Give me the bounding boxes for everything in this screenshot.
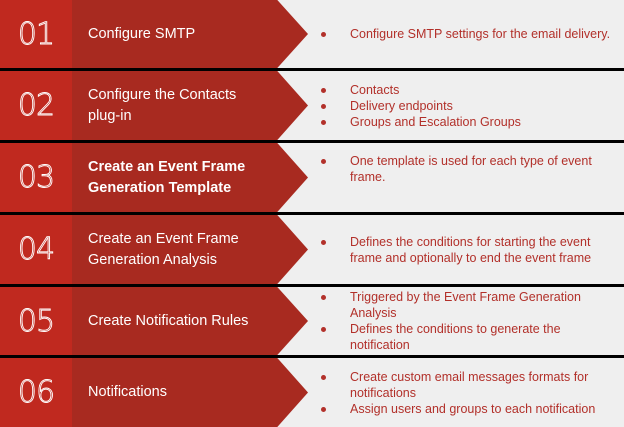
bullet-item: Contacts [316,82,616,98]
bullet-item: Assign users and groups to each notifica… [316,401,616,417]
step-description: Defines the conditions for starting the … [316,215,616,284]
step-number-box: 01 [0,0,72,68]
bullet-list: Contacts Delivery endpoints Groups and E… [316,82,616,130]
step-description: Create custom email messages formats for… [316,358,616,427]
step-number: 01 [17,16,55,52]
step-title-arrow: Configure SMTP [72,0,308,68]
step-description: Contacts Delivery endpoints Groups and E… [316,71,616,140]
step-row-6: 06 Notifications Create custom email mes… [0,358,624,427]
step-number-box: 06 [0,358,72,427]
step-number-box: 04 [0,215,72,284]
bullet-list: Triggered by the Event Frame Generation … [316,289,616,353]
step-title: Create Notification Rules [88,312,249,329]
bullet-item: Delivery endpoints [316,98,616,114]
bullet-item: Defines the conditions for starting the … [316,234,616,266]
step-row-4: 04 Create an Event Frame Generation Anal… [0,215,624,284]
step-description: Configure SMTP settings for the email de… [316,0,616,68]
bullet-item: Defines the conditions to generate the n… [316,321,616,353]
bullet-list: Defines the conditions for starting the … [316,234,616,266]
bullet-item: Groups and Escalation Groups [316,114,616,130]
step-description: Triggered by the Event Frame Generation … [316,287,616,355]
step-number-box: 03 [0,143,72,212]
step-number: 03 [17,160,55,196]
step-title-arrow: Create Notification Rules [72,287,308,355]
bullet-item: Triggered by the Event Frame Generation … [316,289,616,321]
step-title: Create an Event Frame Generation Analysi… [88,230,239,268]
step-title: Configure the Contacts plug-in [88,86,237,124]
step-title-arrow: Create an Event Frame Generation Analysi… [72,215,308,284]
bullet-item: One template is used for each type of ev… [316,153,616,185]
bullet-list: Create custom email messages formats for… [316,369,616,417]
bullet-item: Configure SMTP settings for the email de… [316,26,616,42]
bullet-list: Configure SMTP settings for the email de… [316,26,616,42]
step-title: Notifications [88,384,167,400]
step-title-arrow: Configure the Contacts plug-in [72,71,308,140]
step-title-arrow: Notifications [72,358,308,427]
bullet-list: One template is used for each type of ev… [316,153,616,185]
step-row-3: 03 Create an Event Frame Generation Temp… [0,143,624,212]
step-row-2: 02 Configure the Contacts plug-in Contac… [0,71,624,140]
bullet-item: Create custom email messages formats for… [316,369,616,401]
step-row-5: 05 Create Notification Rules Triggered b… [0,287,624,355]
step-row-1: 01 Configure SMTP Configure SMTP setting… [0,0,624,68]
step-number-box: 05 [0,287,72,355]
step-description: One template is used for each type of ev… [316,143,616,212]
step-number: 05 [17,303,55,339]
step-number: 02 [17,88,55,124]
step-title: Create an Event Frame Generation Templat… [88,158,246,196]
step-title-arrow: Create an Event Frame Generation Templat… [72,143,308,212]
step-number: 06 [17,375,55,411]
step-number-box: 02 [0,71,72,140]
step-number: 04 [17,232,55,268]
step-title: Configure SMTP [88,25,196,42]
